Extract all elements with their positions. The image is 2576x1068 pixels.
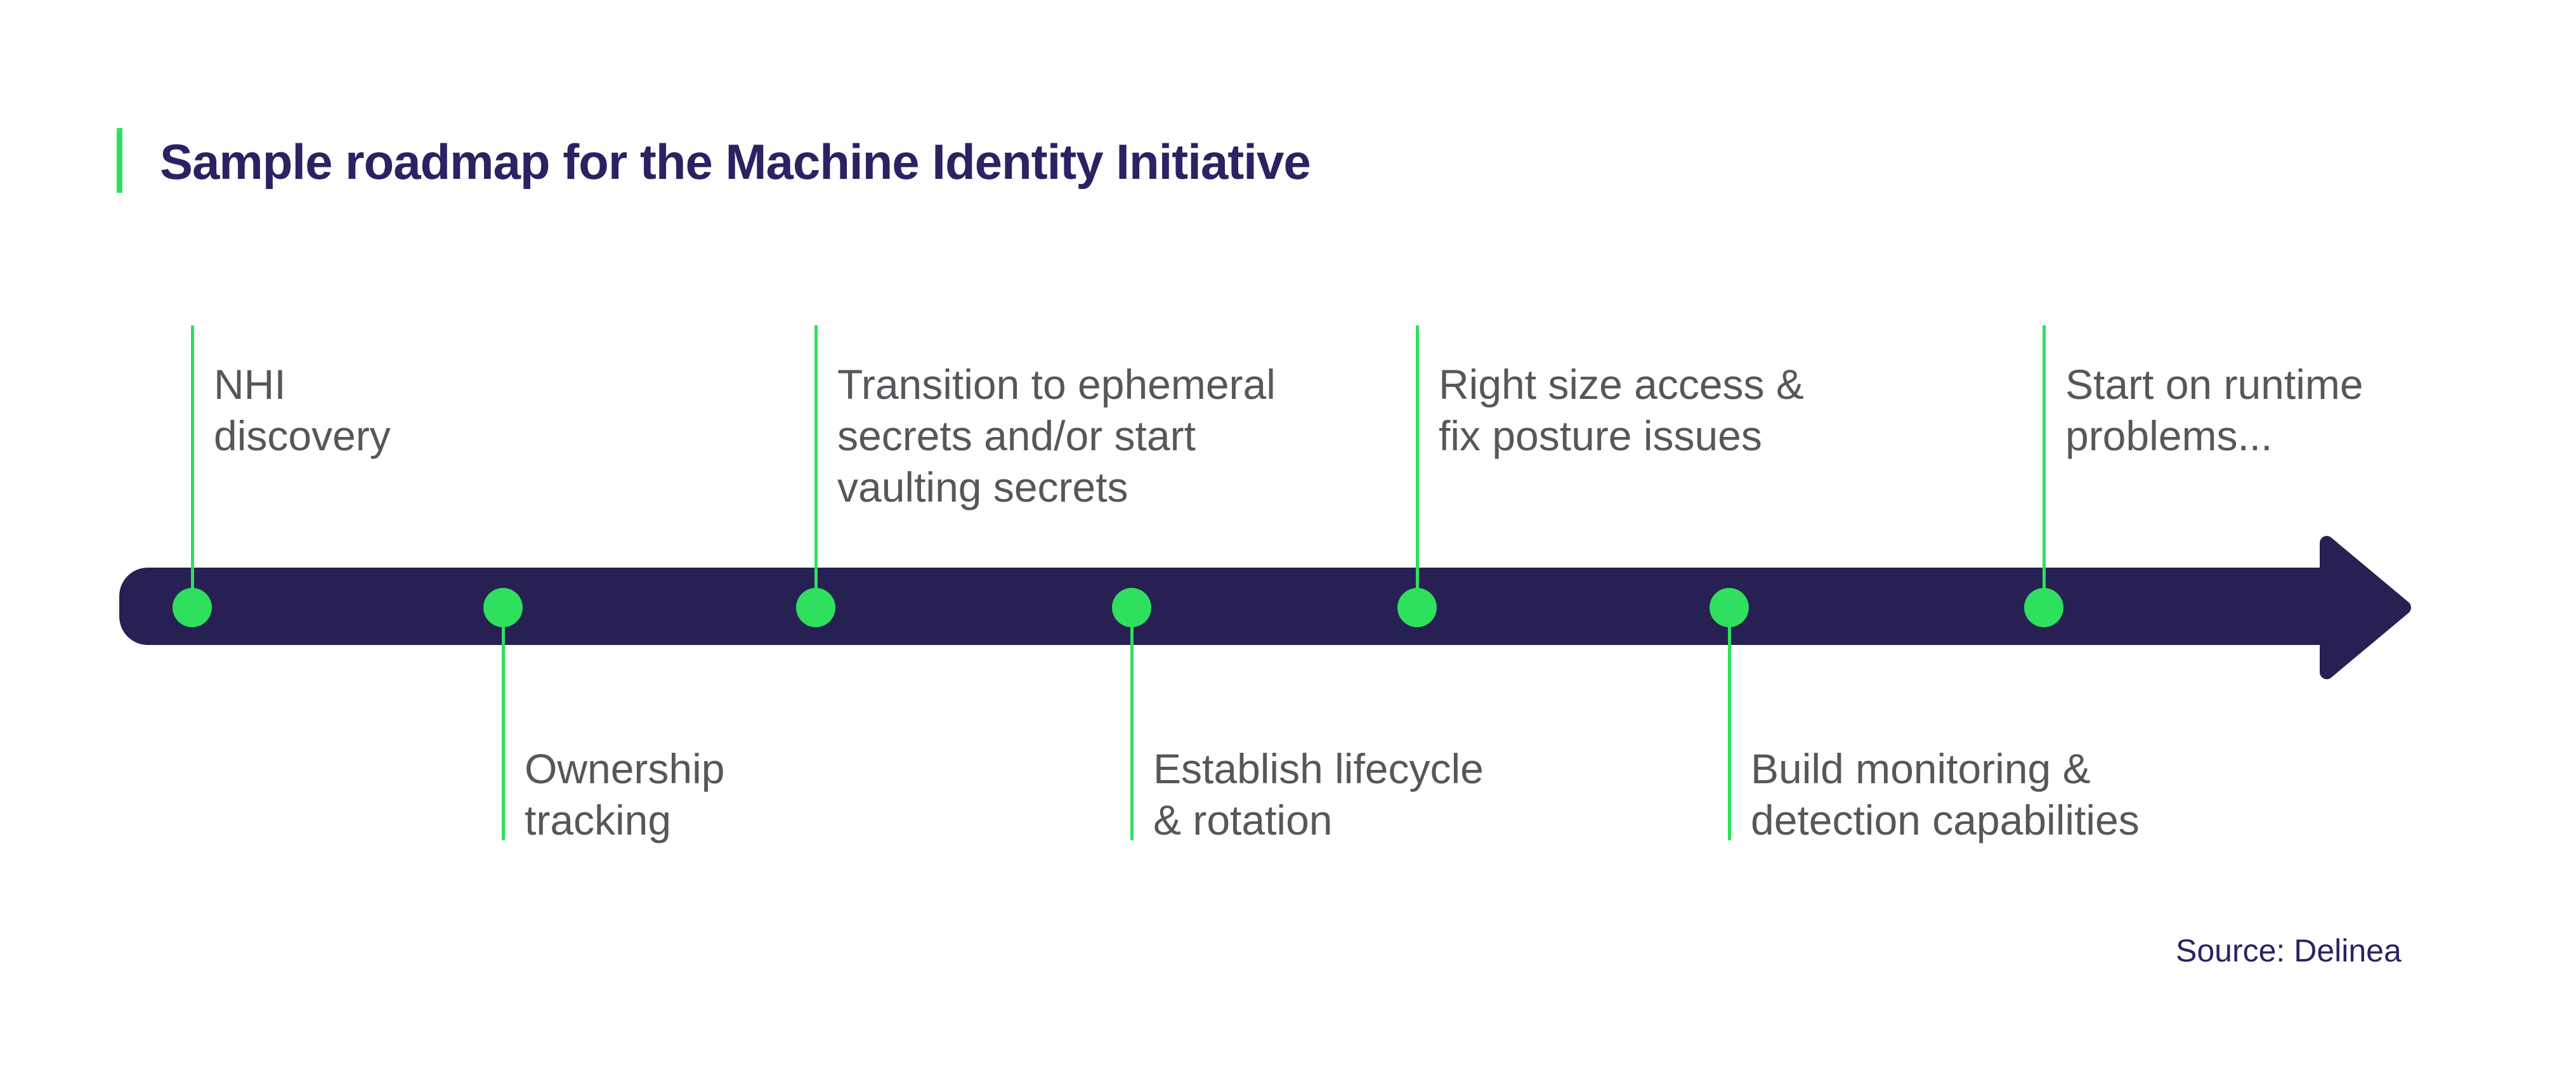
milestone-connector-line bbox=[2043, 325, 2046, 608]
timeline-arrowhead-icon bbox=[2320, 536, 2411, 679]
milestone-connector-line bbox=[1130, 608, 1134, 840]
milestone-label: Right size access & fix posture issues bbox=[1439, 361, 1804, 459]
milestone-dot bbox=[483, 588, 523, 627]
milestone-dot bbox=[1397, 588, 1437, 627]
page-title: Sample roadmap for the Machine Identity … bbox=[160, 134, 1311, 190]
milestone-connector-line bbox=[1728, 608, 1731, 840]
title-accent-bar bbox=[117, 128, 122, 193]
milestone-connector-line bbox=[191, 325, 194, 608]
milestone-connector-line bbox=[502, 608, 505, 840]
milestone-dot bbox=[796, 588, 835, 627]
milestone-label: Build monitoring & detection capabilitie… bbox=[1751, 745, 2140, 843]
milestone-dot bbox=[1112, 588, 1151, 627]
milestone-connector-line bbox=[1416, 325, 1419, 608]
milestone-dot bbox=[2024, 588, 2063, 627]
milestone-connector-line bbox=[814, 325, 818, 608]
milestone-label: NHI discovery bbox=[214, 361, 391, 459]
milestone-dot bbox=[173, 588, 212, 627]
timeline-bar bbox=[119, 568, 2328, 645]
milestone-label: Establish lifecycle & rotation bbox=[1153, 745, 1484, 843]
source-credit: Source: Delinea bbox=[2176, 933, 2402, 968]
milestone-label: Transition to ephemeral secrets and/or s… bbox=[837, 361, 1276, 511]
milestone-label: Start on runtime problems... bbox=[2065, 361, 2364, 459]
milestone-dot bbox=[1710, 588, 1749, 627]
milestone-label: Ownership tracking bbox=[525, 745, 725, 843]
